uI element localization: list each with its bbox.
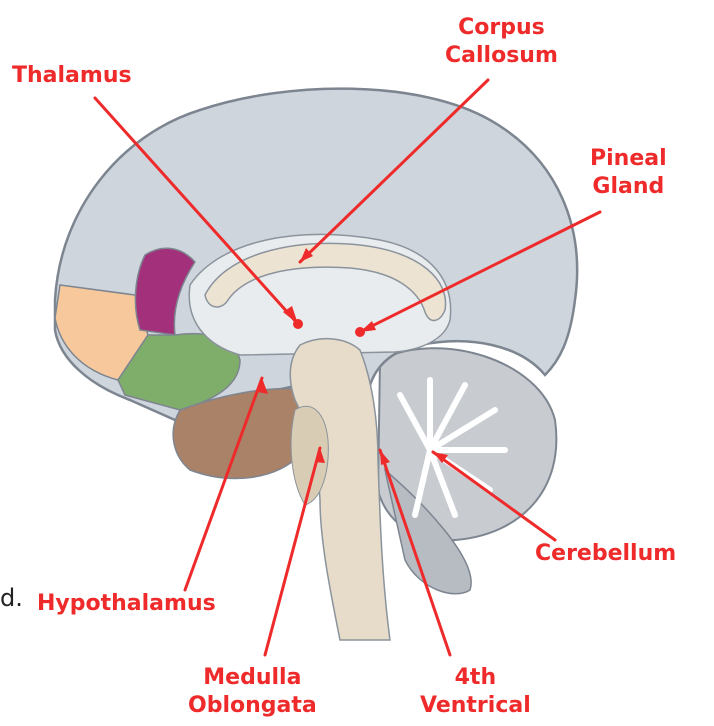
label-corpus-callosum: Corpus Callosum [445,14,558,70]
label-thalamus: Thalamus [12,62,132,90]
label-pineal-gland: Pineal Gland [590,145,667,201]
cut-off-text: d. [0,584,23,612]
label-hypothalamus: Hypothalamus [37,590,216,618]
label-4th-ventricle: 4th Ventrical [420,664,531,720]
pointer-medulla-oblongata [265,448,320,655]
label-cerebellum: Cerebellum [535,540,676,568]
label-medulla-oblongata: Medulla Oblongata [188,664,317,720]
